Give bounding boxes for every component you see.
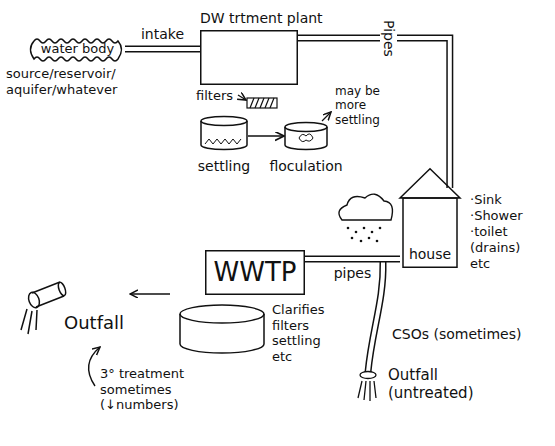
outfall-pipe — [21, 281, 67, 334]
node-outline — [200, 30, 298, 85]
rain-cloud — [339, 194, 393, 220]
node-label: floculation — [269, 158, 342, 175]
cso-label: CSOs (sometimes) — [392, 326, 521, 343]
node-outline — [200, 116, 248, 150]
outfall-spout — [358, 372, 376, 402]
node-label: WWTP — [214, 257, 297, 288]
water-body: water body — [30, 35, 125, 63]
fixture-item: ·Sink — [470, 192, 502, 208]
edge-label: pipes — [332, 265, 374, 282]
settling-tank: settling — [200, 116, 248, 150]
outfall-label: Outfall — [64, 312, 124, 334]
pipe-connector — [305, 259, 400, 260]
clarifier-tank — [180, 305, 264, 353]
filters-label: filters — [196, 88, 233, 104]
leader-arrow — [238, 95, 246, 100]
node-label: DW trtment plant — [200, 10, 323, 27]
house-shape: house — [400, 168, 460, 268]
fixture-item: etc — [470, 256, 490, 272]
treatment-note: 3° treatment sometimes (↓numbers) — [100, 366, 210, 413]
rain-drops — [347, 227, 382, 243]
filter-hatch — [247, 98, 277, 108]
edge-label: intake — [139, 26, 186, 43]
fixture-item: ·Shower — [470, 208, 523, 224]
node-label: water body — [41, 41, 114, 57]
leader-arrow — [322, 112, 331, 121]
callout-arrow — [89, 347, 100, 386]
node-label: house — [409, 246, 451, 263]
outfall-label: Outfall (untreated) — [388, 366, 488, 402]
fixture-item: ·toilet (drains) — [470, 224, 550, 255]
node-label: settling — [198, 158, 250, 175]
flocculation-tank: floculation — [284, 122, 328, 150]
node-outline — [284, 122, 328, 150]
clarifier-note: Clarifies filters settling etc — [272, 302, 342, 364]
flow-arrow — [130, 293, 170, 295]
treatment-plant-box: DW trtment plant — [200, 30, 298, 85]
source-note: source/reservoir/ aquifer/whatever — [6, 66, 134, 97]
pipe-connector — [125, 49, 200, 50]
edge-label: Pipes — [380, 18, 397, 59]
arrow-connector — [248, 136, 284, 137]
settling-note: may be more settling — [335, 84, 395, 127]
wwtp-box: WWTP — [205, 250, 305, 295]
